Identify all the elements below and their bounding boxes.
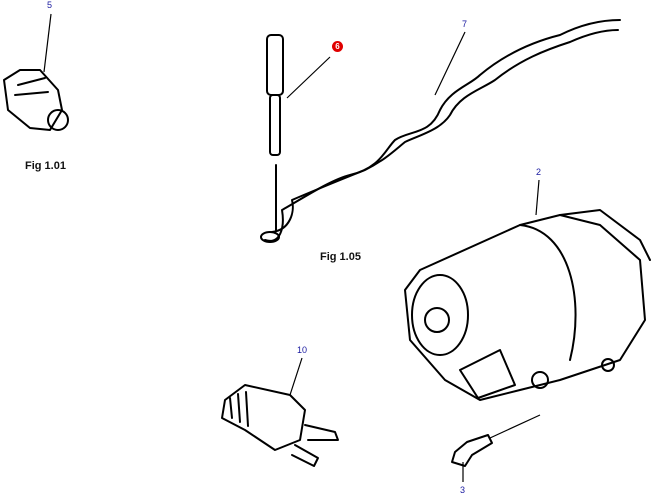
callout-6[interactable]: 6: [332, 41, 343, 52]
figure-label-1-05: Fig 1.05: [320, 251, 361, 263]
figure-label-1-01: Fig 1.01: [25, 160, 66, 172]
part-7-wiring-bar[interactable]: [260, 19, 621, 243]
part-6-glow-plug[interactable]: [266, 34, 331, 231]
callout-5[interactable]: 5: [47, 0, 53, 10]
part-2-starter-motor[interactable]: [404, 179, 651, 401]
part-10-switch[interactable]: [221, 357, 339, 467]
callout-10[interactable]: 10: [297, 345, 308, 355]
callout-2[interactable]: 2: [536, 167, 542, 177]
callout-3[interactable]: 3: [460, 485, 466, 495]
callout-7[interactable]: 7: [462, 19, 468, 29]
part-3-bolt[interactable]: [451, 414, 541, 482]
part-5-pressure-sensor[interactable]: [3, 13, 69, 131]
